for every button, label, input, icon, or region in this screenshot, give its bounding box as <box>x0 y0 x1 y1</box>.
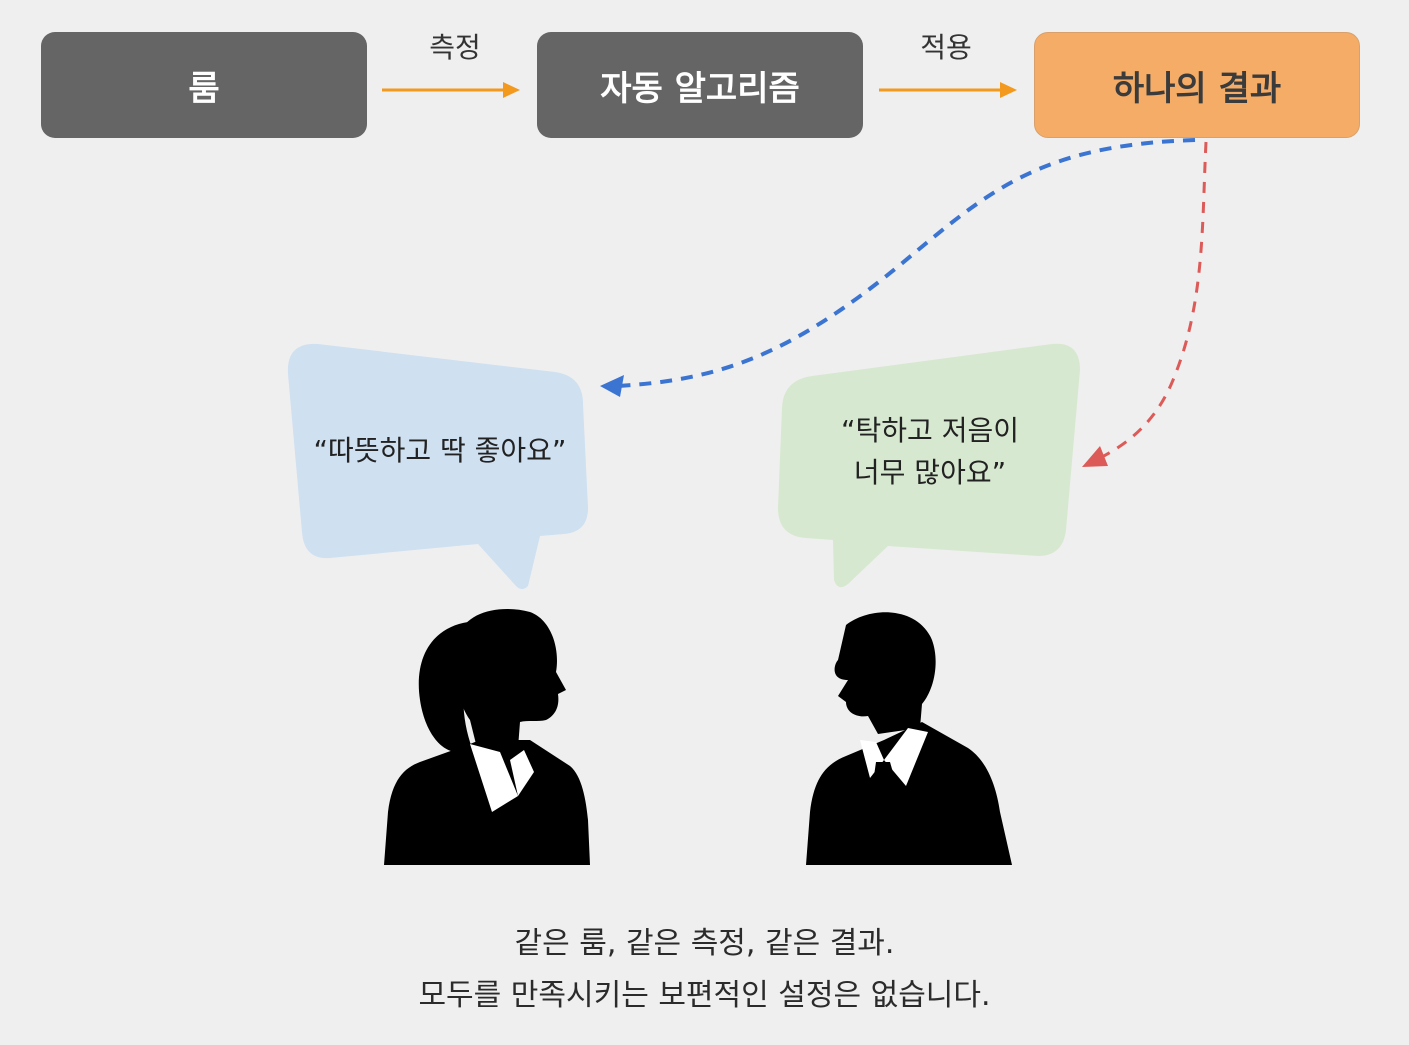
step-room-label: 룸 <box>188 68 220 109</box>
step-result-label: 하나의 결과 <box>1112 68 1282 109</box>
dashed-arrow-red <box>1082 141 1208 467</box>
step-algorithm-label: 자동 알고리즘 <box>600 68 800 109</box>
step-algorithm-box: 자동 알고리즘 <box>537 32 863 138</box>
step-result-box: 하나의 결과 <box>1034 32 1360 138</box>
caption-line2: 모두를 만족시키는 보편적인 설정은 없습니다. <box>418 978 991 1013</box>
right-quote-line2: 너무 많아요” <box>853 456 1007 489</box>
dashed-arrow-blue <box>600 138 1196 397</box>
man-silhouette-icon <box>806 612 1012 865</box>
arrow-apply <box>879 82 1017 98</box>
right-quote-line1: “탁하고 저음이 <box>841 414 1019 447</box>
right-quote-text: “탁하고 저음이 너무 많아요” <box>790 410 1070 494</box>
speech-bubble-blue <box>287 343 588 589</box>
step-room-box: 룸 <box>41 32 367 138</box>
speech-bubble-green <box>778 343 1080 588</box>
arrow-measure <box>382 82 520 98</box>
woman-silhouette-icon <box>384 609 590 865</box>
apply-label: 적용 <box>920 31 972 64</box>
measure-label: 측정 <box>429 31 481 64</box>
left-quote-text: “따뜻하고 딱 좋아요” <box>313 434 567 467</box>
caption-line1: 같은 룸, 같은 측정, 같은 결과. <box>514 926 895 961</box>
